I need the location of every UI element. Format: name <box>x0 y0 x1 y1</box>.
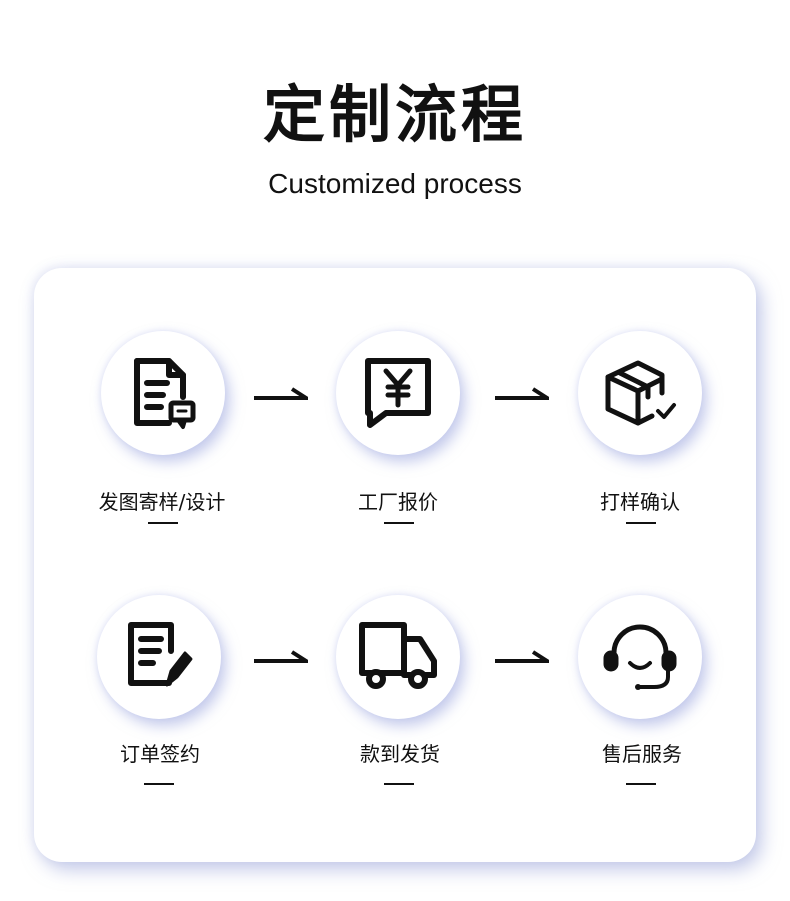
right-arrow-icon <box>495 650 549 663</box>
step-1-label: 发图寄样/设计 <box>98 490 226 514</box>
box-check-icon <box>605 360 676 426</box>
page-subtitle: Customized process <box>268 168 522 199</box>
step-4-underline <box>144 783 174 785</box>
right-arrow-icon <box>254 387 308 400</box>
step-1-underline <box>148 522 178 524</box>
delivery-truck-icon <box>359 622 437 689</box>
step-4-label: 订单签约 <box>120 742 200 766</box>
headset-service-icon <box>603 624 677 690</box>
yen-quote-icon <box>365 358 431 428</box>
step-4-icon-circle <box>97 595 221 719</box>
step-3-label: 打样确认 <box>600 490 680 514</box>
step-3-underline <box>626 522 656 524</box>
contract-pen-icon <box>128 622 193 687</box>
step-6-underline <box>626 783 656 785</box>
step-5-underline <box>384 783 414 785</box>
document-chat-icon <box>134 358 196 429</box>
step-5-icon-circle <box>336 595 460 719</box>
process-card: 发图寄样/设计 工厂报价 打样确认 订 <box>34 268 756 862</box>
step-6-label: 售后服务 <box>602 742 682 766</box>
step-3-icon-circle <box>578 331 702 455</box>
right-arrow-icon <box>254 650 308 663</box>
step-2-icon-circle <box>336 331 460 455</box>
step-6-icon-circle <box>578 595 702 719</box>
step-5-label: 款到发货 <box>360 742 440 766</box>
page-title: 定制流程 <box>262 78 527 151</box>
right-arrow-icon <box>495 387 549 400</box>
step-2-underline <box>384 522 414 524</box>
step-2-label: 工厂报价 <box>358 490 438 514</box>
step-1-icon-circle <box>101 331 225 455</box>
